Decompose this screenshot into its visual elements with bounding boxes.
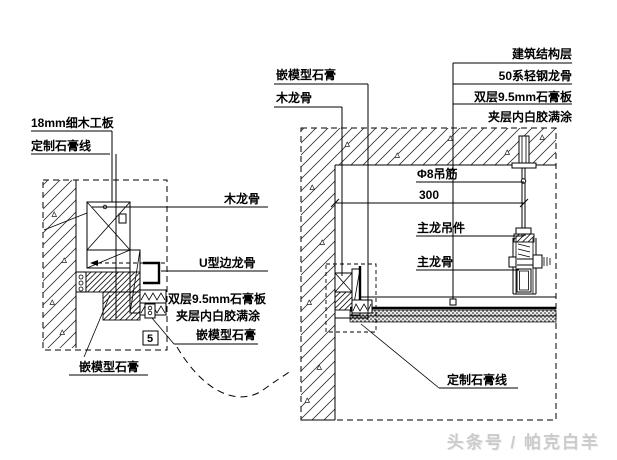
detail-marker-box (142, 330, 159, 346)
corner-moulding (325, 263, 377, 333)
detail-marker-number: 5 (147, 333, 153, 345)
pointer-line (43, 212, 88, 231)
label-double-board-left: 双层9.5mm石膏板 (168, 291, 267, 306)
label-wood-keel-left: 木龙骨 (223, 191, 260, 206)
gypsum-board-layer1-right (349, 309, 557, 317)
dot (147, 305, 153, 311)
right-detail-boundary (300, 127, 557, 421)
main-keel-inner (519, 270, 529, 291)
label-custom-line-left: 定制石膏线 (31, 138, 91, 153)
label-molded-left: 嵌模型石膏 (196, 327, 256, 342)
label-structure: 建筑结构层 (511, 46, 572, 61)
x-brace-line (334, 272, 353, 293)
right-detail-labels: 嵌模型石膏 木龙骨 建筑结构层 50系轻钢龙骨 双层9.5mm石膏板 夹层内白胶… (274, 46, 573, 389)
bolt-threads (543, 257, 551, 266)
dimension-tick (330, 198, 340, 208)
zigzag-core (140, 292, 166, 301)
label-molded-bottom: 嵌模型石膏 (79, 359, 139, 374)
leader-custom-line-right (360, 323, 440, 389)
bolt-nut (532, 254, 543, 269)
label-molded-top: 嵌模型石膏 (276, 67, 336, 82)
rod-coupler (520, 178, 527, 184)
cornice-hatch-block (102, 291, 141, 321)
x-brace-line (86, 201, 131, 251)
anchor-plate (511, 162, 537, 169)
label-steel-keel: 50系轻钢龙骨 (499, 68, 572, 83)
dimension-tick (519, 198, 529, 208)
bolt-head (508, 256, 517, 268)
moulding-hatch-block (334, 291, 353, 311)
dot (147, 310, 153, 316)
main-keel-section (516, 268, 532, 293)
label-custom-line-right: 定制石膏线 (447, 372, 507, 387)
label-u-edge-keel: U型边龙骨 (199, 255, 256, 270)
left-detail-labels: 18mm细木工板 定制石膏线 木龙骨 U型边龙骨 双层9.5mm石膏板 夹层内白… (31, 115, 268, 376)
gypsum-board-layer2-right (349, 315, 557, 323)
gypsum-board-layer1 (139, 289, 167, 304)
leader-molded-left (151, 317, 175, 345)
watermark: 头条号 / 帕克白羊 头条号 / 帕克白羊 (447, 432, 601, 453)
label-rod: Φ8吊筋 (417, 166, 458, 181)
right-wall-hatch (301, 165, 335, 420)
dot (78, 280, 84, 286)
watermark-shadow-text: 头条号 / 帕克白羊 (448, 433, 601, 453)
arrowhead (90, 260, 98, 266)
left-wall-hatch (43, 180, 76, 348)
dot (78, 274, 84, 280)
label-glue-right: 夹层内白胶满涂 (488, 109, 573, 124)
dot (78, 286, 84, 292)
label-main-keel: 主龙骨 (417, 254, 453, 269)
label-blockboard: 18mm细木工板 (31, 115, 115, 130)
watermark-text: 头条号 / 帕克白羊 (447, 432, 600, 452)
brace-line (86, 249, 131, 269)
left-detail (42, 131, 168, 351)
spring-clip-coils (517, 243, 531, 258)
label-wood-keel-top: 木龙骨 (275, 90, 312, 105)
right-detail (300, 127, 557, 421)
cornice-hatch-band (85, 271, 141, 293)
label-keel-hanger: 主龙吊件 (417, 220, 465, 235)
zigzag-core (352, 303, 372, 312)
expansion-anchor (518, 135, 530, 164)
hanger-clip-plate (515, 227, 532, 235)
screw-detail (118, 213, 127, 224)
label-double-board-right: 双层9.5mm石膏板 (474, 89, 573, 104)
hanger-clip-block (513, 233, 535, 243)
detail5-reference-box (325, 263, 377, 333)
leader-molded-bottom (83, 294, 111, 358)
leader-node-square (449, 298, 457, 306)
label-glue-left: 夹层内白胶满涂 (176, 308, 261, 323)
detail-reference-curve (176, 346, 293, 398)
label-dim300: 300 (419, 188, 439, 202)
structure-slab-hatch (301, 128, 556, 165)
leader-node (102, 204, 108, 210)
